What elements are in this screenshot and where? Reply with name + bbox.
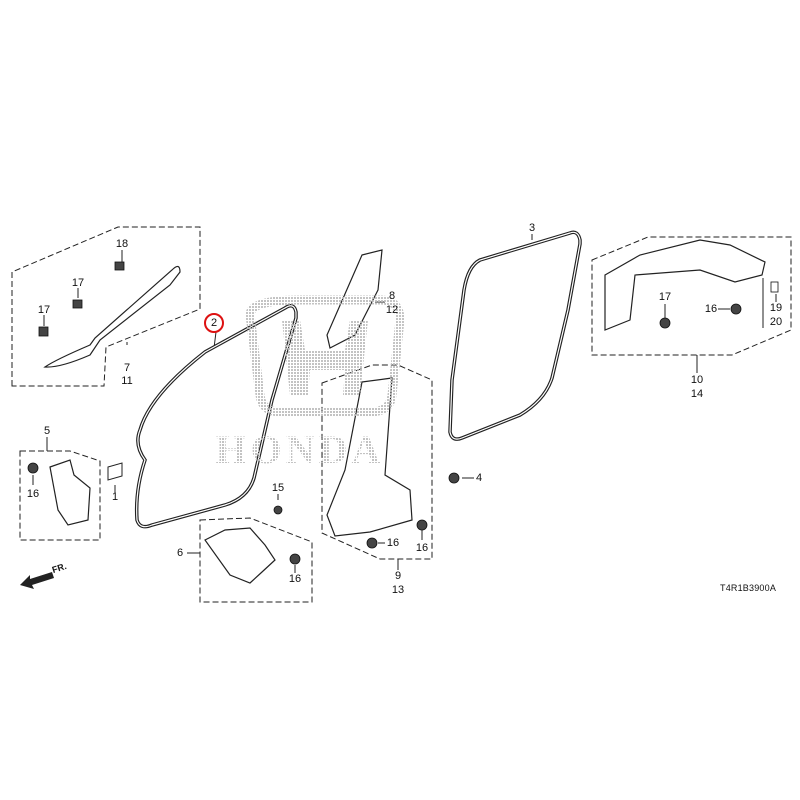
callout-16[interactable]: 16 — [288, 573, 302, 585]
honda-logo-watermark: HONDA — [216, 295, 405, 472]
nut-16b — [289, 553, 301, 565]
callout-17[interactable]: 17 — [37, 304, 51, 316]
rear-side-trim — [604, 239, 766, 331]
callout-19[interactable]: 19 — [769, 302, 783, 314]
group-box-10-14 — [591, 236, 792, 356]
kick-panel — [49, 459, 91, 526]
clip-17b — [38, 326, 49, 337]
callout-5[interactable]: 5 — [43, 425, 51, 437]
clip-17a — [72, 299, 83, 309]
callout-1[interactable]: 1 — [111, 491, 119, 503]
nut-17c — [659, 317, 671, 329]
callout-4[interactable]: 4 — [475, 472, 483, 484]
callout-9[interactable]: 9 — [394, 570, 402, 582]
callout-17[interactable]: 17 — [658, 291, 672, 303]
nut-16d — [416, 519, 428, 531]
rear-door-seal — [448, 230, 582, 441]
callout-16[interactable]: 16 — [415, 542, 429, 554]
callout-8[interactable]: 8 — [388, 290, 396, 302]
group-box-7-11 — [11, 226, 201, 387]
callout-20[interactable]: 20 — [769, 316, 783, 328]
callout-18[interactable]: 18 — [115, 238, 129, 250]
front-direction-arrow — [20, 572, 54, 589]
callout-2-highlighted[interactable]: 2 — [204, 313, 224, 333]
callout-14[interactable]: 14 — [690, 388, 704, 400]
honda-watermark-text: HONDA — [216, 427, 385, 472]
clip-4 — [448, 472, 460, 484]
callout-7[interactable]: 7 — [123, 362, 131, 374]
group-box-9-13 — [321, 364, 433, 560]
clip-18 — [114, 261, 125, 271]
callout-6[interactable]: 6 — [176, 547, 184, 559]
clip-19-20 — [770, 281, 779, 293]
pad-part-1 — [107, 462, 123, 481]
group-box-6 — [199, 517, 313, 603]
lower-trim-bracket — [204, 527, 276, 584]
a-pillar-trim — [43, 265, 181, 368]
callout-17[interactable]: 17 — [71, 277, 85, 289]
callout-10[interactable]: 10 — [690, 374, 704, 386]
callout-16[interactable]: 16 — [386, 537, 400, 549]
callout-13[interactable]: 13 — [391, 584, 405, 596]
group-box-5 — [19, 450, 101, 541]
nut-16c — [366, 537, 378, 549]
diagram-code: T4R1B3900A — [720, 583, 777, 593]
b-pillar-lower-trim — [326, 377, 413, 537]
callout-3[interactable]: 3 — [528, 222, 536, 234]
callout-11[interactable]: 11 — [121, 375, 133, 387]
nut-16e — [730, 303, 742, 315]
callout-16[interactable]: 16 — [26, 488, 40, 500]
callout-15[interactable]: 15 — [271, 482, 285, 494]
callout-16[interactable]: 16 — [704, 303, 718, 315]
callout-12[interactable]: 12 — [385, 304, 399, 316]
clip-15 — [273, 505, 283, 515]
nut-16a — [27, 462, 39, 474]
